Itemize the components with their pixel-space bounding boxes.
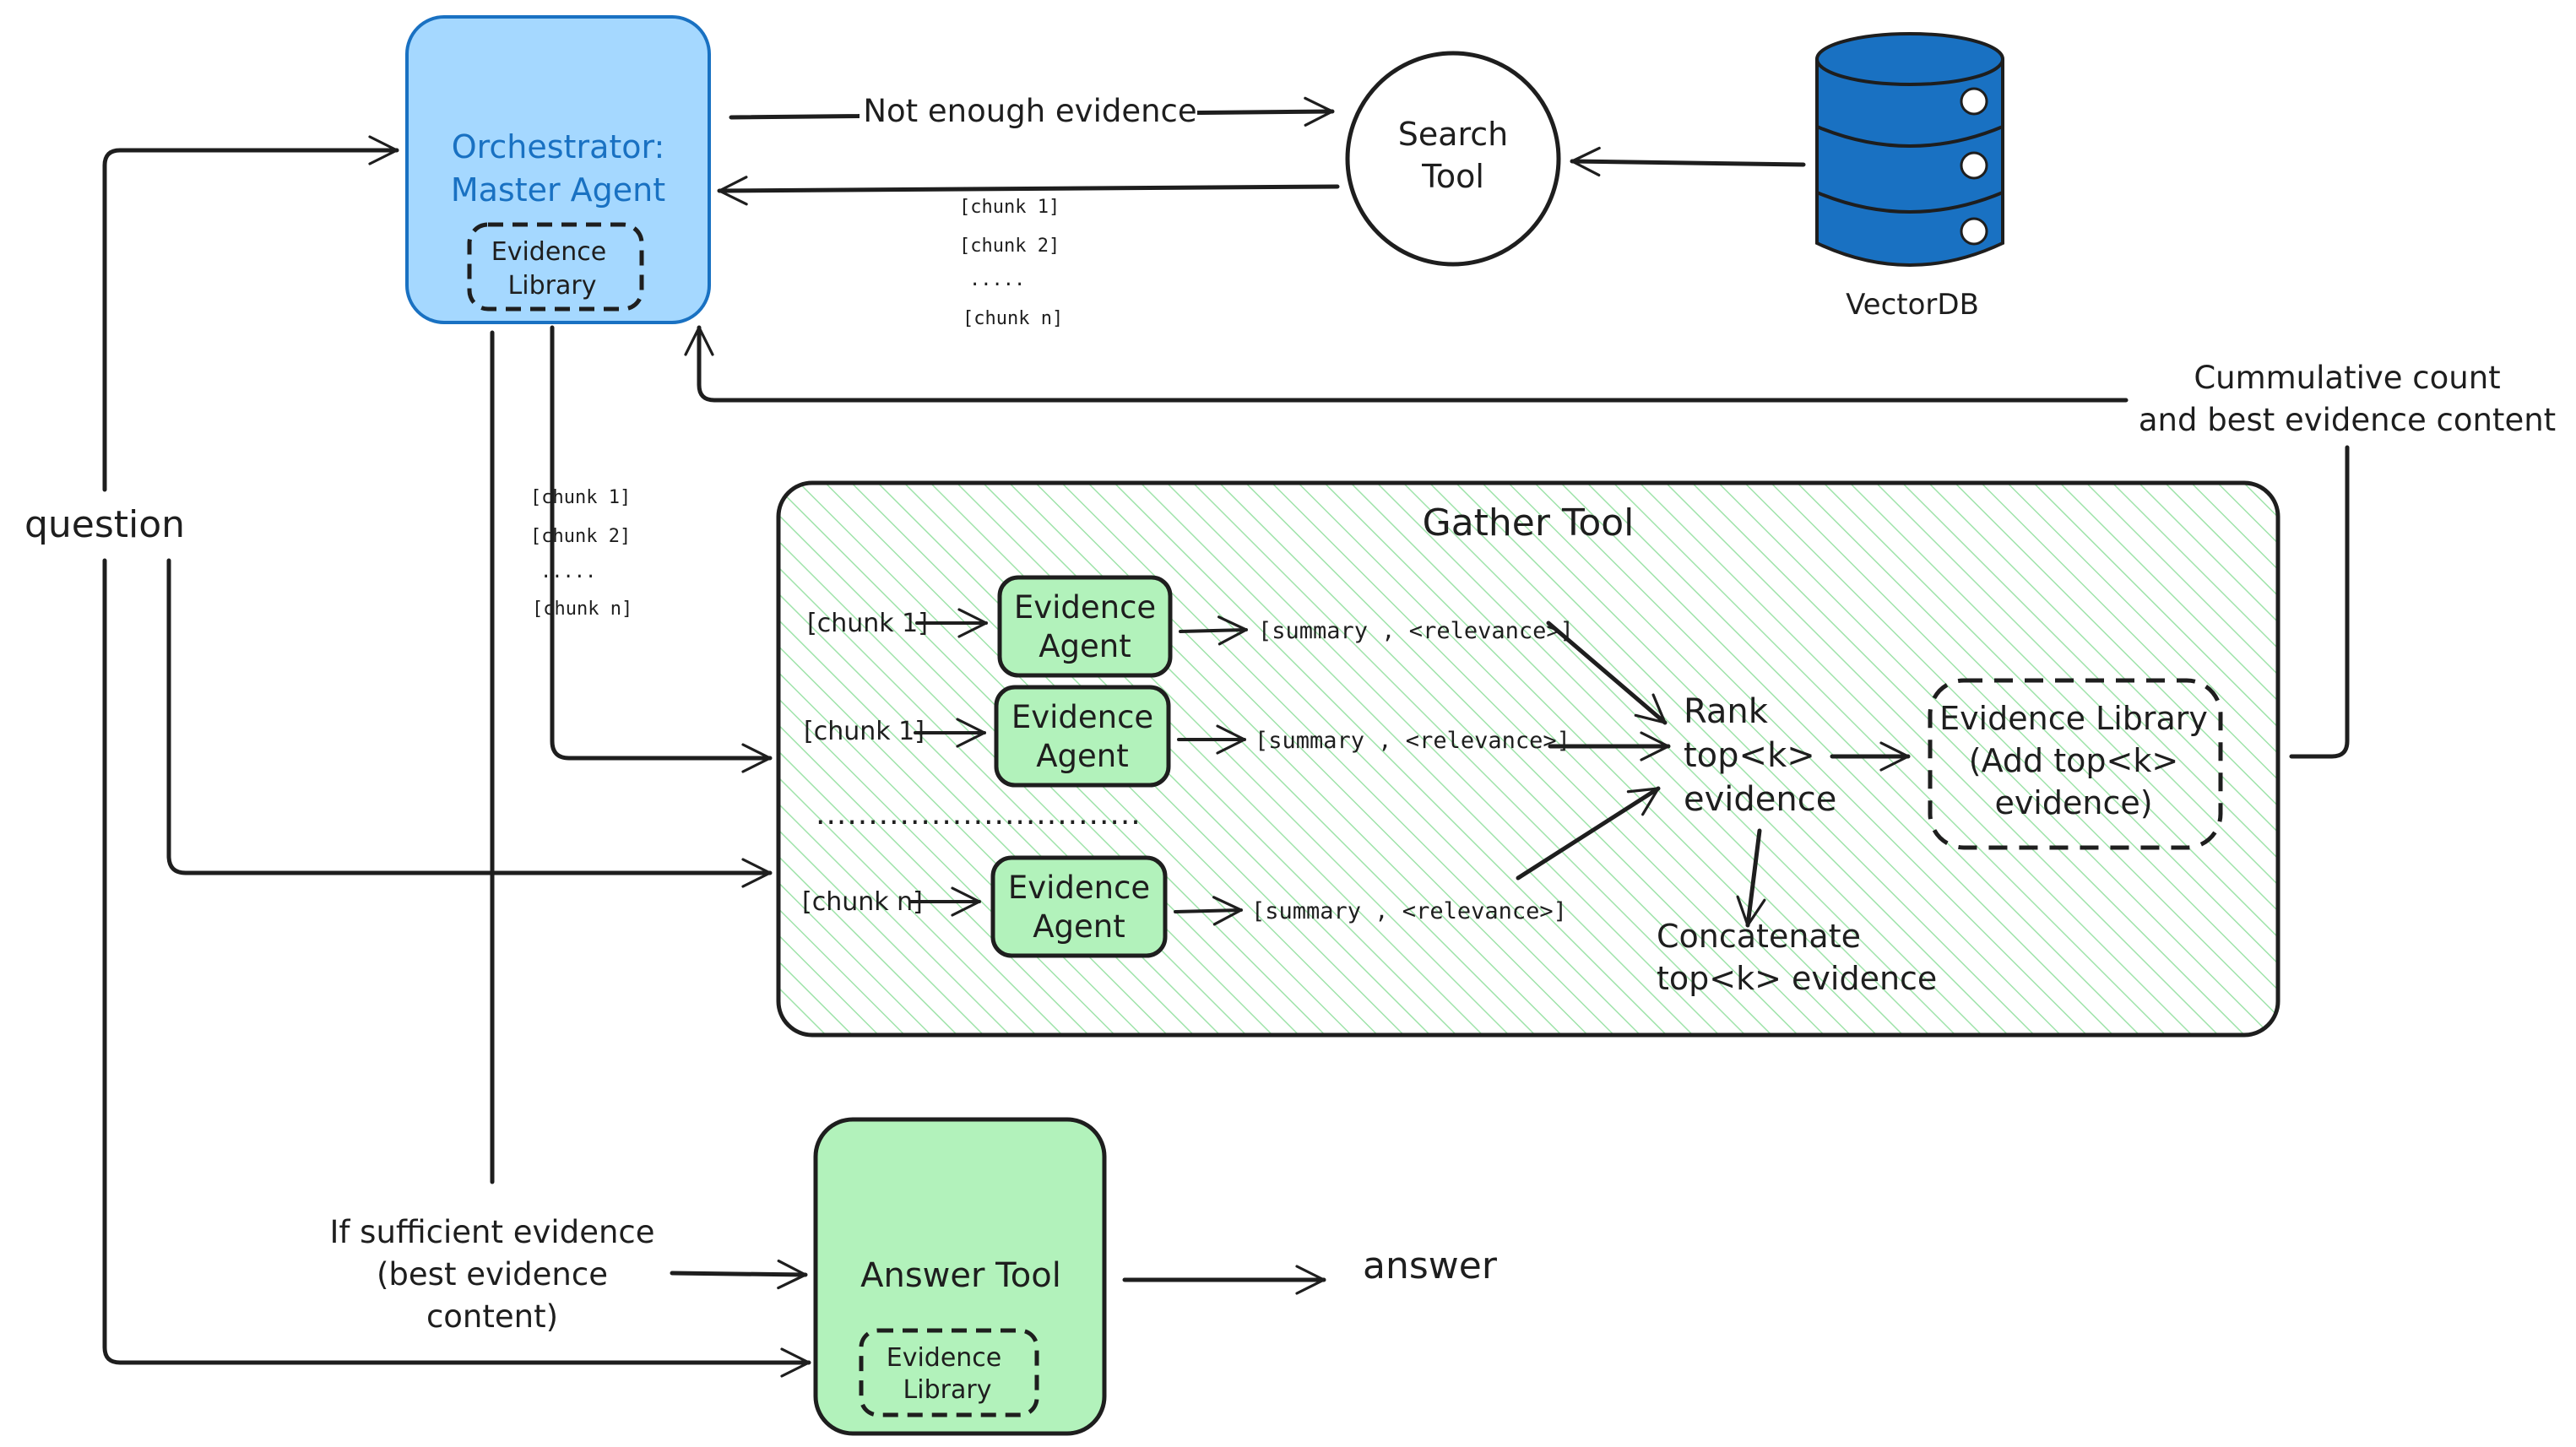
- arrow-question-to-gather: [166, 558, 773, 888]
- evidence-agent-line2: Agent: [1036, 738, 1129, 774]
- evidence-agent-line2: Agent: [1033, 908, 1125, 945]
- arrow-sufficient-to-answer-tool: [670, 1259, 808, 1290]
- arrow-search-to-orchestrator: [717, 176, 1340, 206]
- arrow-question-to-answer-tool: [102, 558, 811, 1378]
- rows-ellipsis: ...............................: [816, 797, 1142, 832]
- evidence-agent-box: [997, 575, 1173, 678]
- answer-tool-node: Answer Tool Evidence Library: [813, 1117, 1107, 1436]
- orchestrator-chunk-1: [chunk 1]: [530, 487, 631, 508]
- orchestrator-chunk-ellipsis: .....: [540, 561, 596, 583]
- evidence-agent-line1: Evidence: [1014, 589, 1156, 626]
- orchestrator-chunk-n: [chunk n]: [532, 599, 632, 620]
- chunk-label: [chunk n]: [802, 887, 923, 917]
- search-tool-line2: Tool: [1421, 158, 1484, 195]
- arrow-question-to-orchestrator: [102, 135, 399, 492]
- search-chunk-n: [chunk n]: [963, 308, 1063, 329]
- orchestrator-title-line1: Orchestrator:: [452, 128, 665, 165]
- summary-output: [summary , <relevance>]: [1258, 618, 1574, 644]
- gather-library-line3: evidence): [1994, 784, 2152, 821]
- search-chunk-ellipsis: .....: [969, 269, 1025, 290]
- orchestrator-evidence-library: [467, 222, 644, 312]
- gather-row-2: [chunk 1] Evidence Agent [summary , <rel…: [804, 685, 1570, 788]
- sufficient-line1: If sufficient evidence: [329, 1214, 654, 1250]
- concat-line1: Concatenate: [1657, 918, 1861, 955]
- chunk-label: [chunk 1]: [807, 609, 928, 638]
- search-tool-line1: Search: [1398, 116, 1509, 153]
- evidence-agent-box: [994, 685, 1171, 788]
- sufficient-line2: (best evidence: [377, 1256, 608, 1293]
- feedback-line1: Cummulative count: [2194, 360, 2500, 396]
- summary-output: [summary , <relevance>]: [1255, 728, 1570, 754]
- orchestrator-library-line2: Library: [508, 271, 597, 301]
- question-label: question: [24, 503, 185, 546]
- gather-row-3: [chunk n] Evidence Agent [summary , <rel…: [802, 855, 1567, 958]
- rank-line3: evidence: [1684, 780, 1836, 819]
- not-enough-evidence-label: Not enough evidence: [863, 93, 1196, 129]
- search-chunk-1: [chunk 1]: [959, 197, 1060, 218]
- arrow-feedback-to-orchestrator: [684, 325, 2129, 403]
- summary-output: [summary , <relevance>]: [1251, 898, 1567, 924]
- answer-library-line1: Evidence: [887, 1343, 1002, 1373]
- line-library-to-feedback: [2289, 445, 2350, 759]
- answer-library-line2: Library: [903, 1375, 992, 1405]
- search-chunk-2: [chunk 2]: [959, 236, 1060, 257]
- chunk-label: [chunk 1]: [804, 717, 925, 746]
- answer-tool-title: Answer Tool: [860, 1256, 1061, 1295]
- evidence-agent-line2: Agent: [1039, 628, 1131, 664]
- evidence-agent-line1: Evidence: [1008, 870, 1150, 906]
- feedback-line2: and best evidence content: [2139, 402, 2556, 438]
- evidence-agent-line1: Evidence: [1011, 699, 1153, 735]
- search-tool-node: Search Tool: [1345, 51, 1561, 267]
- arrow-vectordb-to-search: [1570, 146, 1806, 177]
- gather-tool-title: Gather Tool: [1423, 501, 1635, 545]
- answer-label: answer: [1363, 1244, 1498, 1287]
- gather-row-1: [chunk 1] Evidence Agent [summary , <rel…: [807, 575, 1574, 678]
- concat-line2: top<k> evidence: [1657, 960, 1937, 997]
- database-icon: [1815, 32, 2004, 267]
- orchestrator-node: Orchestrator: Master Agent Evidence Libr…: [405, 15, 711, 324]
- gather-library-line1: Evidence Library: [1939, 700, 2208, 737]
- rank-line1: Rank: [1684, 692, 1769, 731]
- rank-line2: top<k>: [1684, 736, 1815, 775]
- orchestrator-chunk-2: [chunk 2]: [530, 526, 631, 547]
- vectordb-node: VectorDB: [1815, 32, 2004, 322]
- sufficient-line3: content): [426, 1298, 558, 1335]
- vectordb-label: VectorDB: [1846, 288, 1979, 322]
- evidence-agent-box: [990, 855, 1168, 958]
- arrow-orchestrator-to-gather: [550, 325, 773, 773]
- orchestrator-library-line1: Evidence: [491, 237, 607, 267]
- orchestrator-title-line2: Master Agent: [451, 171, 665, 209]
- gather-library-line2: (Add top<k>: [1969, 742, 2178, 779]
